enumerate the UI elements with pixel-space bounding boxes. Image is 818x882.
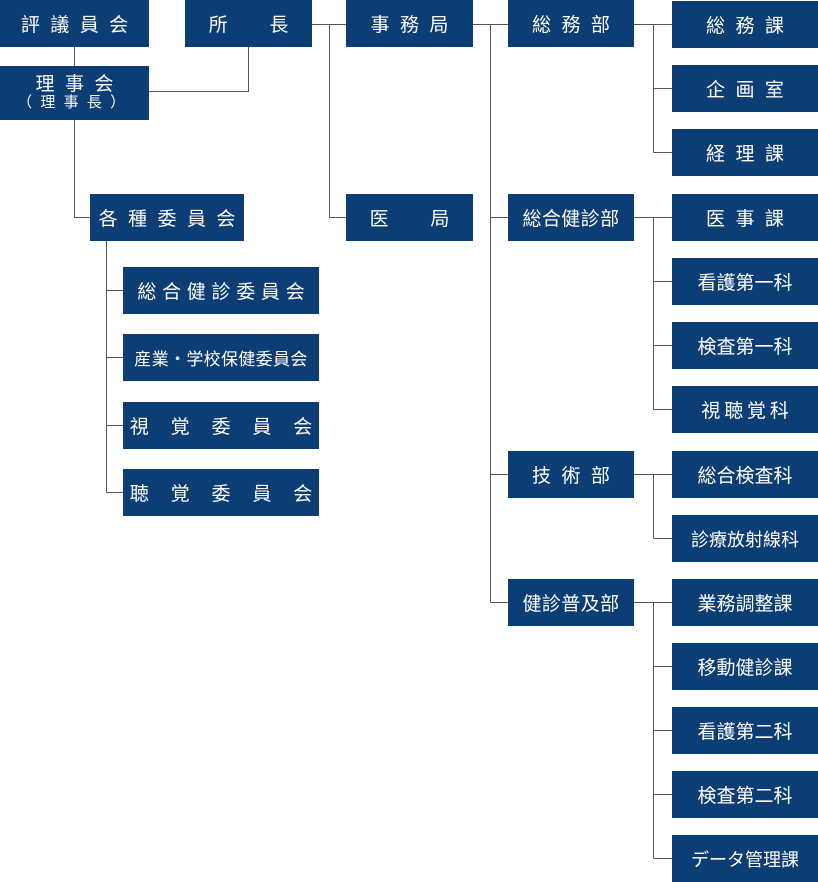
- box-section: 総合検査科: [672, 451, 818, 498]
- box-section: 医事課: [672, 194, 818, 241]
- box-section: 検査第一科: [672, 322, 818, 369]
- box-committee: 産業・学校保健委員会: [123, 334, 319, 381]
- box-committee: 総合健診委員会: [123, 267, 319, 314]
- box-department: 健診普及部: [508, 579, 634, 626]
- box-section: データ管理課: [672, 835, 818, 882]
- box-section: 看護第二科: [672, 707, 818, 754]
- box-section: 業務調整課: [672, 579, 818, 626]
- box-section: 診療放射線科: [672, 515, 818, 562]
- box-section: 経理課: [672, 129, 818, 176]
- box-committee: 聴覚委員会: [123, 469, 319, 516]
- box-rijikai: 理事会 （理事長）: [0, 66, 149, 120]
- box-committee: 視覚委員会: [123, 402, 319, 449]
- box-section: 移動健診課: [672, 643, 818, 690]
- box-department: 総務部: [508, 0, 634, 47]
- box-kakushu-iinkai: 各種委員会: [90, 194, 244, 241]
- box-jimukyoku: 事務局: [346, 0, 473, 47]
- box-section: 看護第一科: [672, 258, 818, 305]
- box-section: 企画室: [672, 65, 818, 112]
- box-section: 視聴覚科: [672, 386, 818, 433]
- box-ikyoku: 医局: [346, 194, 473, 241]
- box-hyogiinkai: 評議員会: [0, 0, 149, 47]
- box-rijikai-label: 理事会: [35, 73, 124, 96]
- box-rijikai-sublabel: （理事長）: [17, 93, 134, 112]
- box-department: 技術部: [508, 451, 634, 498]
- box-section: 検査第二科: [672, 771, 818, 818]
- box-shocho: 所長: [185, 0, 312, 47]
- box-department: 総合健診部: [508, 194, 634, 241]
- box-section: 総務課: [672, 1, 818, 48]
